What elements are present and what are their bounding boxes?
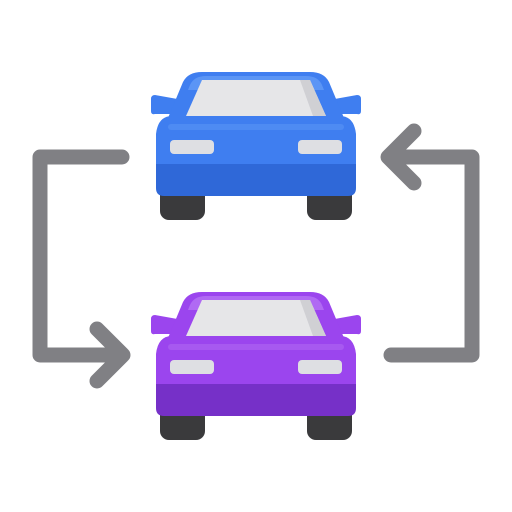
swap-arrow-right-icon	[380, 123, 480, 363]
swap-arrow-left-icon	[32, 149, 131, 389]
bottom-car-icon	[151, 292, 361, 440]
top-car-icon	[151, 72, 361, 220]
